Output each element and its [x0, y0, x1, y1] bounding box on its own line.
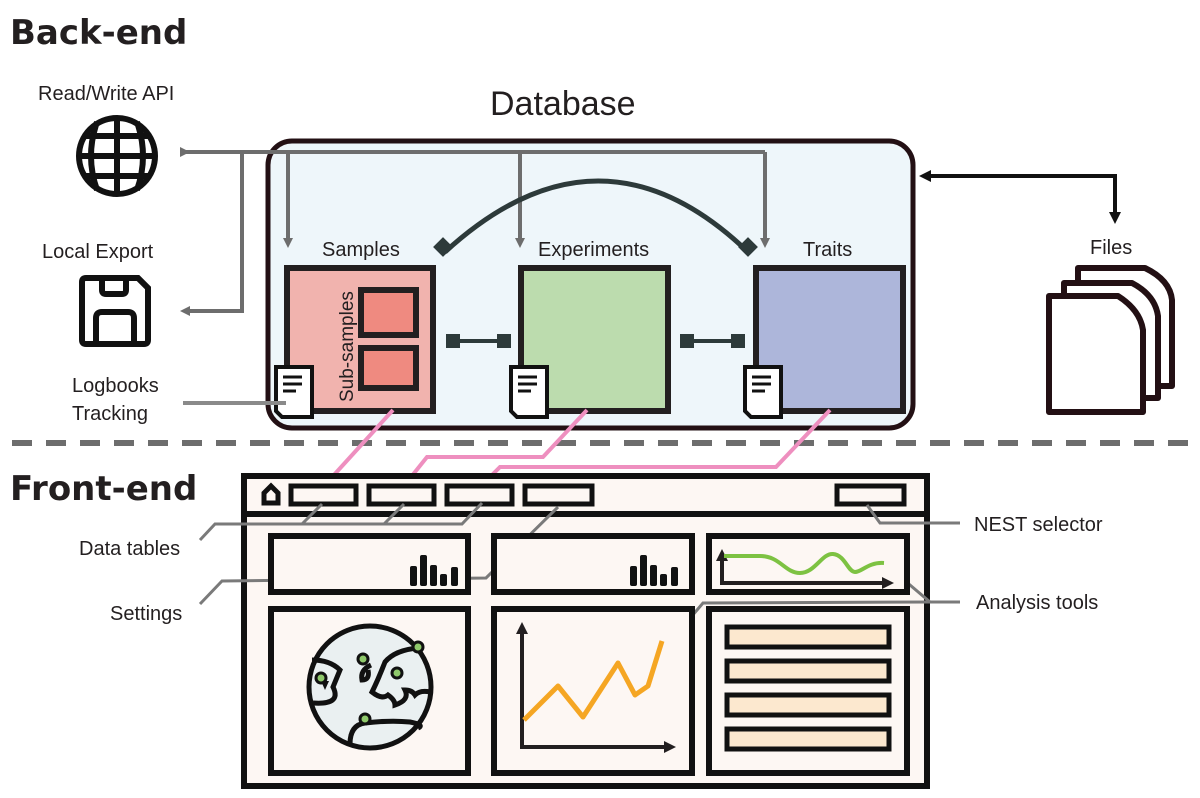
home-icon[interactable]: [261, 482, 281, 506]
map-pin-icon: [314, 671, 329, 690]
subsamples-label: Sub-samples: [337, 291, 358, 402]
list-row[interactable]: [724, 692, 892, 718]
wave-line: [724, 552, 885, 576]
trend-line: [522, 640, 665, 722]
experiments-label: Experiments: [538, 239, 649, 261]
logbooks-label: Logbooks: [72, 375, 159, 397]
nav-tab[interactable]: [444, 483, 515, 507]
subsample-box: [358, 345, 419, 391]
traits-label: Traits: [803, 239, 852, 261]
link-samples-experiments: [446, 334, 511, 348]
map-panel[interactable]: [268, 606, 471, 776]
map-pin-icon: [411, 640, 425, 654]
frontend-section-title: Front-end: [10, 469, 197, 509]
floppy-disk-icon: [79, 275, 151, 347]
nav-tab[interactable]: [288, 483, 359, 507]
samples-label: Samples: [322, 239, 400, 261]
settings-tab[interactable]: [522, 483, 595, 507]
nav-tab[interactable]: [366, 483, 437, 507]
relation-arc: [433, 178, 758, 257]
export-label: Local Export: [42, 241, 154, 263]
files-icon: [1046, 265, 1175, 415]
nest-selector[interactable]: [834, 483, 907, 507]
api-label: Read/Write API: [38, 83, 174, 105]
line-chart-panel[interactable]: [491, 606, 695, 776]
logbook-document-icon: [509, 365, 549, 419]
subsample-box: [358, 287, 419, 338]
link-experiments-traits: [680, 334, 745, 348]
list-panel[interactable]: [706, 606, 910, 776]
map-globe-icon: [306, 623, 434, 751]
files-label: Files: [1090, 237, 1132, 259]
trend-panel[interactable]: [706, 533, 910, 595]
backend-section-title: Back-end: [10, 13, 187, 53]
bar-chart-icon: [410, 555, 458, 586]
summary-panel[interactable]: [268, 533, 471, 595]
globe-icon: [76, 115, 158, 197]
settings-label: Settings: [110, 603, 182, 625]
nest-selector-label: NEST selector: [974, 514, 1103, 536]
bar-chart-icon: [630, 555, 678, 586]
database-title: Database: [490, 85, 636, 123]
logbook-document-icon: [743, 365, 783, 419]
tracking-label: Tracking: [72, 403, 148, 425]
files-connector: [919, 170, 1121, 224]
map-pin-icon: [390, 666, 404, 680]
map-pin-icon: [356, 652, 370, 666]
summary-panel[interactable]: [491, 533, 695, 595]
api-connectors: [180, 147, 770, 316]
list-row[interactable]: [724, 726, 892, 752]
analysis-tools-label: Analysis tools: [976, 592, 1098, 614]
list-row[interactable]: [724, 624, 892, 650]
data-tables-label: Data tables: [79, 538, 180, 560]
map-pin-icon: [358, 712, 372, 726]
list-row[interactable]: [724, 658, 892, 684]
logbook-document-icon: [274, 365, 314, 419]
